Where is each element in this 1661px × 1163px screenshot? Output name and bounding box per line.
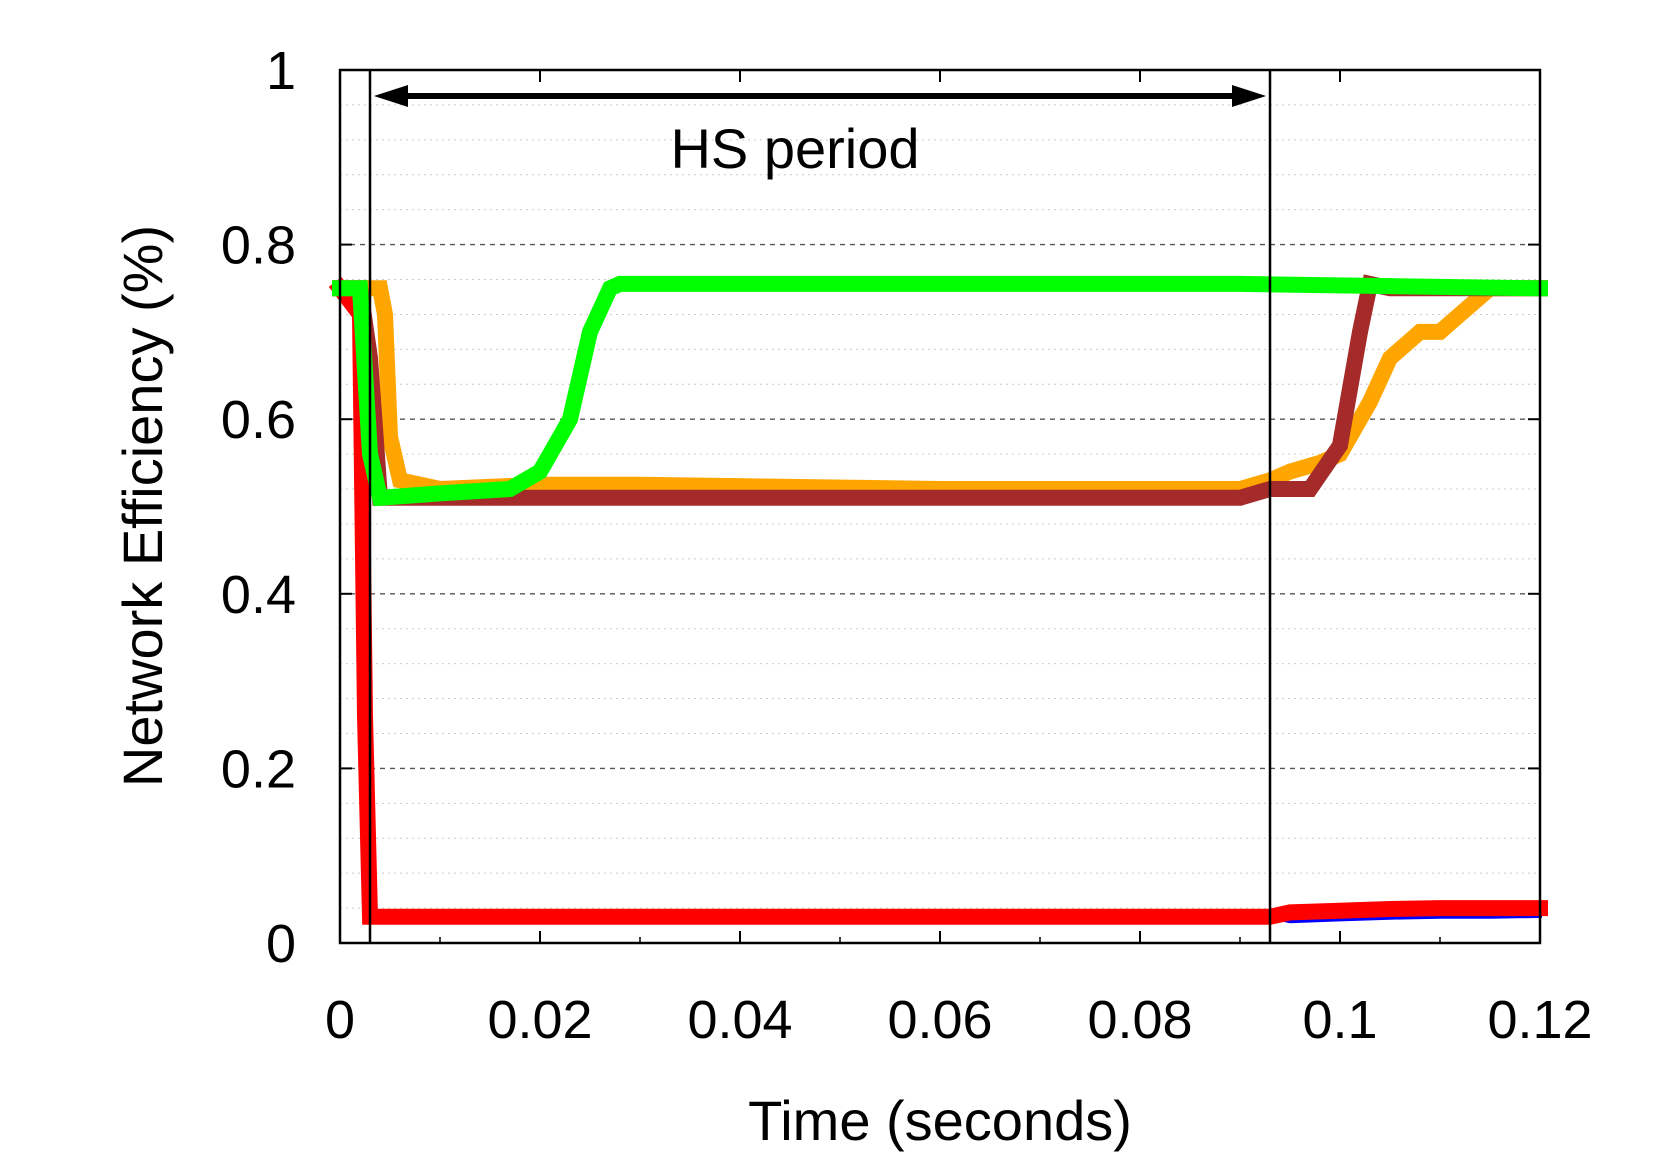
hs-period-label: HS period xyxy=(670,117,919,180)
x-tick-label: 0.04 xyxy=(687,990,792,1050)
y-axis-label: Network Efficiency (%) xyxy=(111,225,174,787)
x-tick-labels: 0 0.02 0.04 0.06 0.08 0.1 0.12 xyxy=(325,990,1593,1050)
y-tick-label: 0.4 xyxy=(221,565,296,625)
y-tick-label: 0.8 xyxy=(221,216,296,276)
y-tick-labels: 0 0.2 0.4 0.6 0.8 1 xyxy=(221,41,296,974)
x-tick-label: 0 xyxy=(325,990,355,1050)
series-line-5 xyxy=(332,275,1549,507)
y-ticks xyxy=(340,69,1540,944)
x-tick-label: 0.1 xyxy=(1302,990,1377,1050)
y-tick-label: 0.2 xyxy=(221,739,296,799)
x-tick-label: 0.02 xyxy=(487,990,592,1050)
hs-period-annotation xyxy=(368,70,1272,943)
x-ticks xyxy=(339,70,1541,943)
plot-frame xyxy=(338,68,1542,945)
series-line-2 xyxy=(328,277,1548,925)
series-line-4 xyxy=(332,274,1548,506)
x-tick-label: 0.08 xyxy=(1087,990,1192,1050)
x-tick-label: 0.12 xyxy=(1487,990,1592,1050)
series-group xyxy=(328,274,1549,925)
y-tick-label: 0.6 xyxy=(221,390,296,450)
hs-arrow-left-head xyxy=(374,85,408,107)
y-tick-label: 1 xyxy=(266,41,296,101)
hs-arrow-right-head xyxy=(1232,85,1266,107)
grid-lines xyxy=(340,104,1540,909)
y-tick-label: 0 xyxy=(266,914,296,974)
x-axis-label: Time (seconds) xyxy=(748,1089,1132,1152)
series-line-1 xyxy=(338,286,1543,924)
x-tick-label: 0.06 xyxy=(887,990,992,1050)
